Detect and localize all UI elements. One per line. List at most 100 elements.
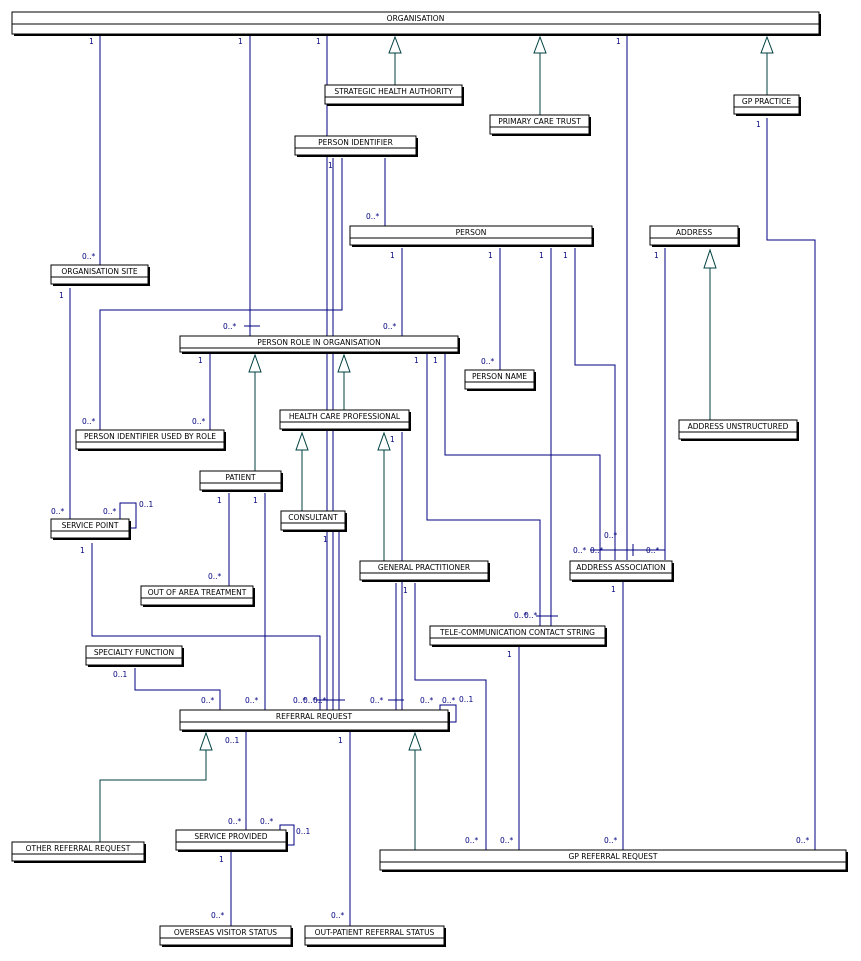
class-name: PERSON bbox=[456, 228, 487, 237]
class-box-frame bbox=[294, 135, 417, 156]
mult-label: 1 bbox=[390, 435, 395, 444]
class-box-person: PERSON bbox=[349, 225, 594, 247]
mult-label: 1 bbox=[253, 496, 258, 505]
class-box-address: ADDRESS bbox=[649, 225, 740, 247]
class-box-overseas-visitor-status: OVERSEAS VISITOR STATUS bbox=[159, 925, 293, 947]
assoc-referral-self bbox=[439, 704, 457, 723]
class-box-frame bbox=[649, 225, 739, 246]
generalization-lines bbox=[99, 35, 774, 850]
class-box-frame bbox=[733, 94, 800, 115]
mult-label: 0..* bbox=[103, 507, 117, 516]
mult-label: 0..* bbox=[260, 817, 274, 826]
assoc-role-addrassoc bbox=[444, 354, 601, 560]
mult-label: 0..* bbox=[303, 696, 317, 705]
class-name: GP REFERRAL REQUEST bbox=[569, 852, 658, 861]
mult-label: 1 bbox=[539, 251, 544, 260]
class-box-frame bbox=[379, 849, 847, 871]
class-box-person-identifier-used-by-role: PERSON IDENTIFIER USED BY ROLE bbox=[75, 429, 226, 451]
class-box-other-referral-request: OTHER REFERRAL REQUEST bbox=[11, 841, 146, 863]
class-name: PERSON IDENTIFIER bbox=[318, 138, 393, 147]
mult-label: 0..* bbox=[228, 817, 242, 826]
mult-label: 0..* bbox=[500, 836, 514, 845]
mult-label: 0..* bbox=[590, 546, 604, 555]
class-name: SERVICE POINT bbox=[62, 521, 119, 530]
class-name: ADDRESS ASSOCIATION bbox=[576, 563, 665, 572]
class-box-frame bbox=[464, 369, 535, 390]
class-box-frame bbox=[179, 709, 449, 731]
class-name: PERSON ROLE IN ORGANISATION bbox=[257, 338, 380, 347]
class-box-strategic-health-authority: STRATEGIC HEALTH AUTHORITY bbox=[324, 84, 464, 106]
class-name: CONSULTANT bbox=[288, 513, 338, 522]
mult-label: 0..1 bbox=[139, 500, 154, 509]
mult-label: 0..* bbox=[524, 611, 538, 620]
class-box-frame bbox=[280, 510, 346, 531]
mult-label: 1 bbox=[89, 37, 94, 46]
class-name: REFERRAL REQUEST bbox=[276, 712, 353, 721]
mult-label: 1 bbox=[616, 37, 621, 46]
association-lines bbox=[69, 35, 816, 926]
class-box-frame bbox=[359, 560, 489, 581]
mult-label: 1 bbox=[756, 120, 761, 129]
class-box-frame bbox=[279, 409, 410, 430]
mult-label: 1 bbox=[390, 251, 395, 260]
class-box-frame bbox=[50, 264, 149, 285]
class-name: GP PRACTICE bbox=[742, 97, 791, 106]
class-name: PATIENT bbox=[225, 473, 256, 482]
class-box-frame bbox=[85, 645, 183, 666]
class-box-referral-request: REFERRAL REQUEST bbox=[179, 709, 450, 732]
mult-label: 0..* bbox=[192, 417, 206, 426]
assoc-gp-gpref bbox=[414, 583, 487, 850]
class-box-frame bbox=[304, 925, 445, 946]
mult-label: 1 bbox=[198, 356, 203, 365]
class-box-gp-practice: GP PRACTICE bbox=[733, 94, 801, 116]
class-box-service-provided: SERVICE PROVIDED bbox=[175, 829, 288, 852]
class-name: SERVICE PROVIDED bbox=[194, 832, 267, 841]
mult-label: 0..* bbox=[646, 546, 660, 555]
class-box-frame bbox=[349, 225, 593, 246]
class-box-frame bbox=[175, 829, 287, 851]
assoc-sp-self bbox=[119, 502, 137, 529]
mult-label: 0..* bbox=[383, 322, 397, 331]
class-box-frame bbox=[199, 470, 282, 491]
class-name: OVERSEAS VISITOR STATUS bbox=[174, 928, 277, 937]
assoc-service-self bbox=[279, 824, 295, 846]
mult-label: 0..* bbox=[796, 836, 810, 845]
mult-label: 0..* bbox=[442, 696, 456, 705]
mult-label: 0..* bbox=[245, 696, 259, 705]
mult-label: 0..* bbox=[82, 417, 96, 426]
mult-label: 1 bbox=[80, 546, 85, 555]
mult-label: 1 bbox=[403, 586, 408, 595]
mult-label: 0..* bbox=[201, 696, 215, 705]
class-box-frame bbox=[75, 429, 225, 450]
mult-label: 0..1 bbox=[296, 827, 311, 836]
mult-label: 0..* bbox=[604, 836, 618, 845]
mult-label: 0..* bbox=[51, 507, 65, 516]
assoc-pi-piused bbox=[99, 158, 343, 430]
mult-label: 0..* bbox=[573, 546, 587, 555]
class-box-service-point: SERVICE POINT bbox=[50, 518, 131, 540]
class-box-frame bbox=[140, 585, 254, 606]
mult-label: 0..* bbox=[420, 696, 434, 705]
mult-label: 0..* bbox=[293, 696, 307, 705]
class-name: OUT OF AREA TREATMENT bbox=[148, 588, 247, 597]
class-box-frame bbox=[11, 841, 145, 862]
mult-label: 0..* bbox=[481, 357, 495, 366]
mult-label: 0..* bbox=[604, 531, 618, 540]
class-box-frame bbox=[324, 84, 463, 105]
class-box-person-role-in-organisation: PERSON ROLE IN ORGANISATION bbox=[179, 335, 460, 354]
mult-label: 1 bbox=[338, 736, 343, 745]
class-box-out-of-area-treatment: OUT OF AREA TREATMENT bbox=[140, 585, 255, 607]
class-name: TELE-COMMUNICATION CONTACT STRING bbox=[439, 628, 595, 637]
mult-label: 1 bbox=[238, 37, 243, 46]
assoc-sp-referral bbox=[91, 543, 321, 710]
class-box-organisation: ORGANISATION bbox=[11, 11, 821, 36]
class-box-address-association: ADDRESS ASSOCIATION bbox=[569, 560, 674, 582]
mult-label: 0..1 bbox=[459, 695, 474, 704]
class-name: ORGANISATION bbox=[387, 14, 445, 23]
mult-label: 1 bbox=[563, 251, 568, 260]
class-box-consultant: CONSULTANT bbox=[280, 510, 347, 532]
assoc-gppractice-gpref bbox=[766, 118, 816, 850]
class-name: OUT-PATIENT REFERRAL STATUS bbox=[315, 928, 435, 937]
class-box-organisation-site: ORGANISATION SITE bbox=[50, 264, 150, 286]
